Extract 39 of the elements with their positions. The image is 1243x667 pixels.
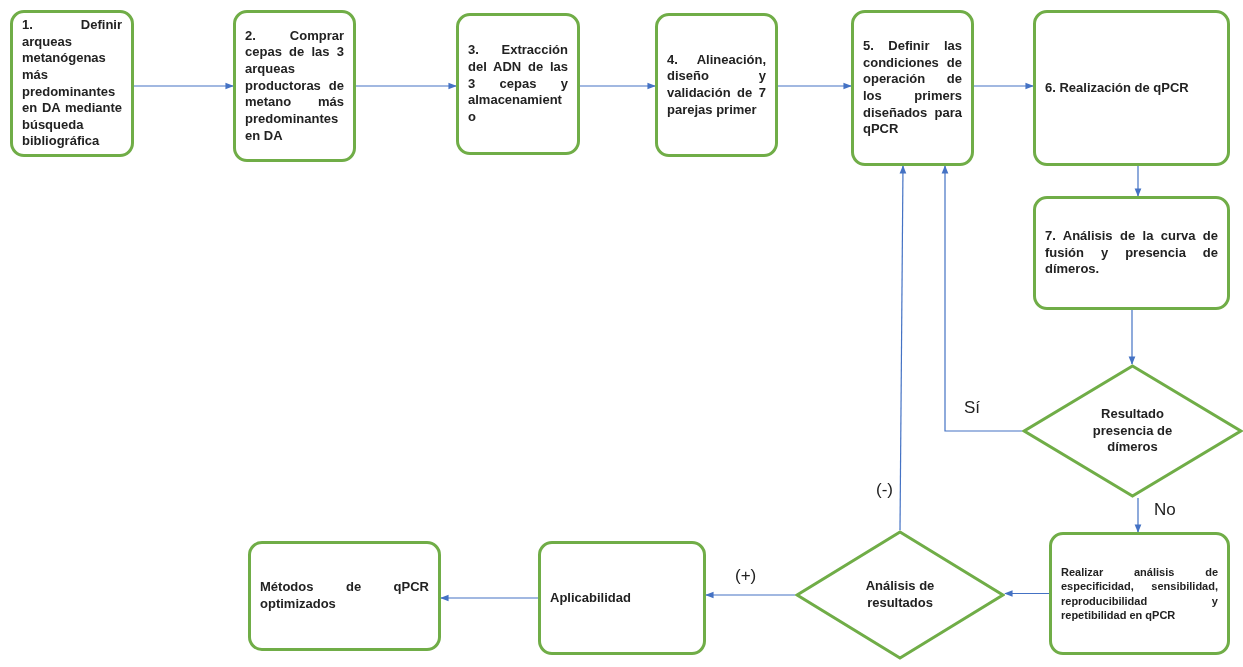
decision-text: Análisis de resultados (864, 578, 936, 612)
step-text: 6. Realización de qPCR (1045, 79, 1190, 97)
step-text: Aplicabilidad (550, 589, 632, 607)
process-box (456, 13, 580, 155)
arrow (1134, 165, 1142, 197)
arrow (973, 82, 1034, 90)
arrow (777, 82, 852, 90)
arrow (705, 591, 796, 599)
arrow (1128, 309, 1136, 365)
process-box (1033, 196, 1230, 310)
arrow (1004, 590, 1050, 597)
arrow (355, 82, 457, 90)
arrow (440, 594, 539, 602)
process-box (1049, 532, 1230, 655)
process-box (1033, 10, 1230, 166)
step-text: 7. Análisis de la curva de fusión y presencia de dímeros. (1045, 228, 1218, 278)
arrow (133, 82, 234, 90)
arrow (899, 165, 907, 531)
process-box (10, 10, 134, 157)
process-box (655, 13, 778, 157)
step-text: Realizar análisis de especificidad, sensibilidad, reproducibilidad y repetibilidad en qPCR (1061, 565, 1218, 622)
process-box (538, 541, 706, 655)
step-text: 4. Alineación, diseño y validación de 7 parejas primer (667, 51, 766, 119)
decision-text: Resultado presencia de dímeros (1091, 406, 1174, 456)
arrow (1134, 497, 1142, 533)
step-text: 5. Definir las condiciones de operación de los primers diseñados para qPCR (863, 38, 962, 138)
decision-diamond (1022, 364, 1243, 498)
arrow (579, 82, 656, 90)
step-text: Métodos de qPCR optimizados (260, 579, 429, 613)
step-text: 3. Extracción del ADN de las 3 cepas y almacenamiento (468, 42, 568, 126)
edge-label: (+) (733, 566, 759, 586)
step-text: 2. Comprar cepas de las 3 arqueas productoras de metano más predominantes en DA (245, 27, 344, 145)
arrow (941, 165, 1023, 432)
edge-label: (-) (874, 480, 895, 500)
process-box (233, 10, 356, 162)
process-box (248, 541, 441, 651)
step-text: 1. Definir arqueas metanógenas más predominantes en DA mediante búsqueda bibliográfica (22, 17, 122, 150)
process-box (851, 10, 974, 166)
decision-diamond (795, 530, 1005, 660)
